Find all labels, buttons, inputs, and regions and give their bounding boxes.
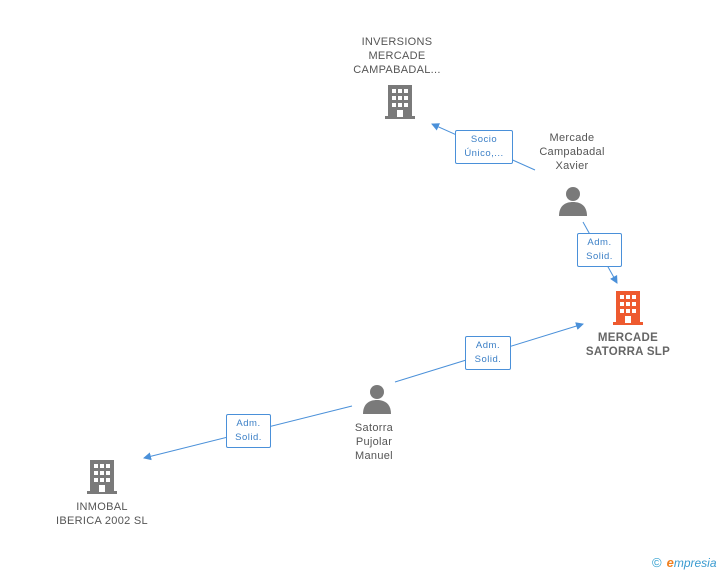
node-label-inmobal[interactable]: INMOBAL IBERICA 2002 SL bbox=[42, 500, 162, 528]
edge-label-socio-unico[interactable]: Socio Único,... bbox=[455, 130, 513, 164]
node-label-line: Pujolar bbox=[355, 436, 393, 448]
edge-label-adm-solid-2[interactable]: Adm. Solid. bbox=[465, 336, 511, 370]
edge-label-line: Solid. bbox=[235, 432, 262, 443]
edge-label-line: Adm. bbox=[236, 418, 261, 429]
person-icon[interactable] bbox=[362, 384, 392, 414]
edge-label-adm-solid-3[interactable]: Adm. Solid. bbox=[226, 414, 271, 448]
edge-label-line: Solid. bbox=[586, 251, 613, 262]
edge-label-line: Único,... bbox=[464, 148, 504, 159]
copyright-icon: © bbox=[652, 555, 662, 570]
node-label-line: Campabadal bbox=[539, 146, 605, 158]
edge-label-line: Adm. bbox=[475, 340, 501, 351]
node-label-line: IBERICA 2002 SL bbox=[56, 515, 148, 527]
node-label-line: Xavier bbox=[555, 160, 589, 172]
node-label-line: MERCADE bbox=[368, 50, 426, 62]
edge-label-line: Solid. bbox=[474, 354, 502, 365]
edge-label-line: Adm. bbox=[587, 237, 612, 248]
node-label-inversions[interactable]: INVERSIONS MERCADE CAMPABADAL... bbox=[337, 35, 457, 77]
brand-initial: e bbox=[666, 555, 674, 570]
node-label-line: CAMPABADAL... bbox=[353, 64, 441, 76]
node-label-line: INVERSIONS bbox=[361, 36, 433, 48]
node-label-mercade-satorra[interactable]: MERCADE SATORRA SLP bbox=[568, 331, 688, 359]
building-icon[interactable] bbox=[385, 85, 415, 119]
node-label-satorra-pujolar[interactable]: Satorra Pujolar Manuel bbox=[324, 421, 424, 463]
brand-name: mpresia bbox=[673, 556, 717, 570]
empresia-logo: © empresia bbox=[652, 555, 717, 570]
node-label-line: SATORRA SLP bbox=[585, 346, 671, 358]
node-label-line: MERCADE bbox=[597, 332, 659, 344]
building-icon[interactable] bbox=[613, 291, 643, 325]
person-icon[interactable] bbox=[558, 186, 588, 216]
node-label-line: INMOBAL bbox=[76, 501, 128, 513]
node-label-line: Mercade bbox=[549, 132, 595, 144]
edge-label-adm-solid-1[interactable]: Adm. Solid. bbox=[577, 233, 622, 267]
node-label-line: Satorra bbox=[354, 422, 394, 434]
building-icon[interactable] bbox=[87, 460, 117, 494]
edge-label-line: Socio bbox=[470, 134, 498, 145]
node-label-line: Manuel bbox=[355, 450, 393, 462]
node-label-mercade-xavier[interactable]: Mercade Campabadal Xavier bbox=[522, 131, 622, 173]
